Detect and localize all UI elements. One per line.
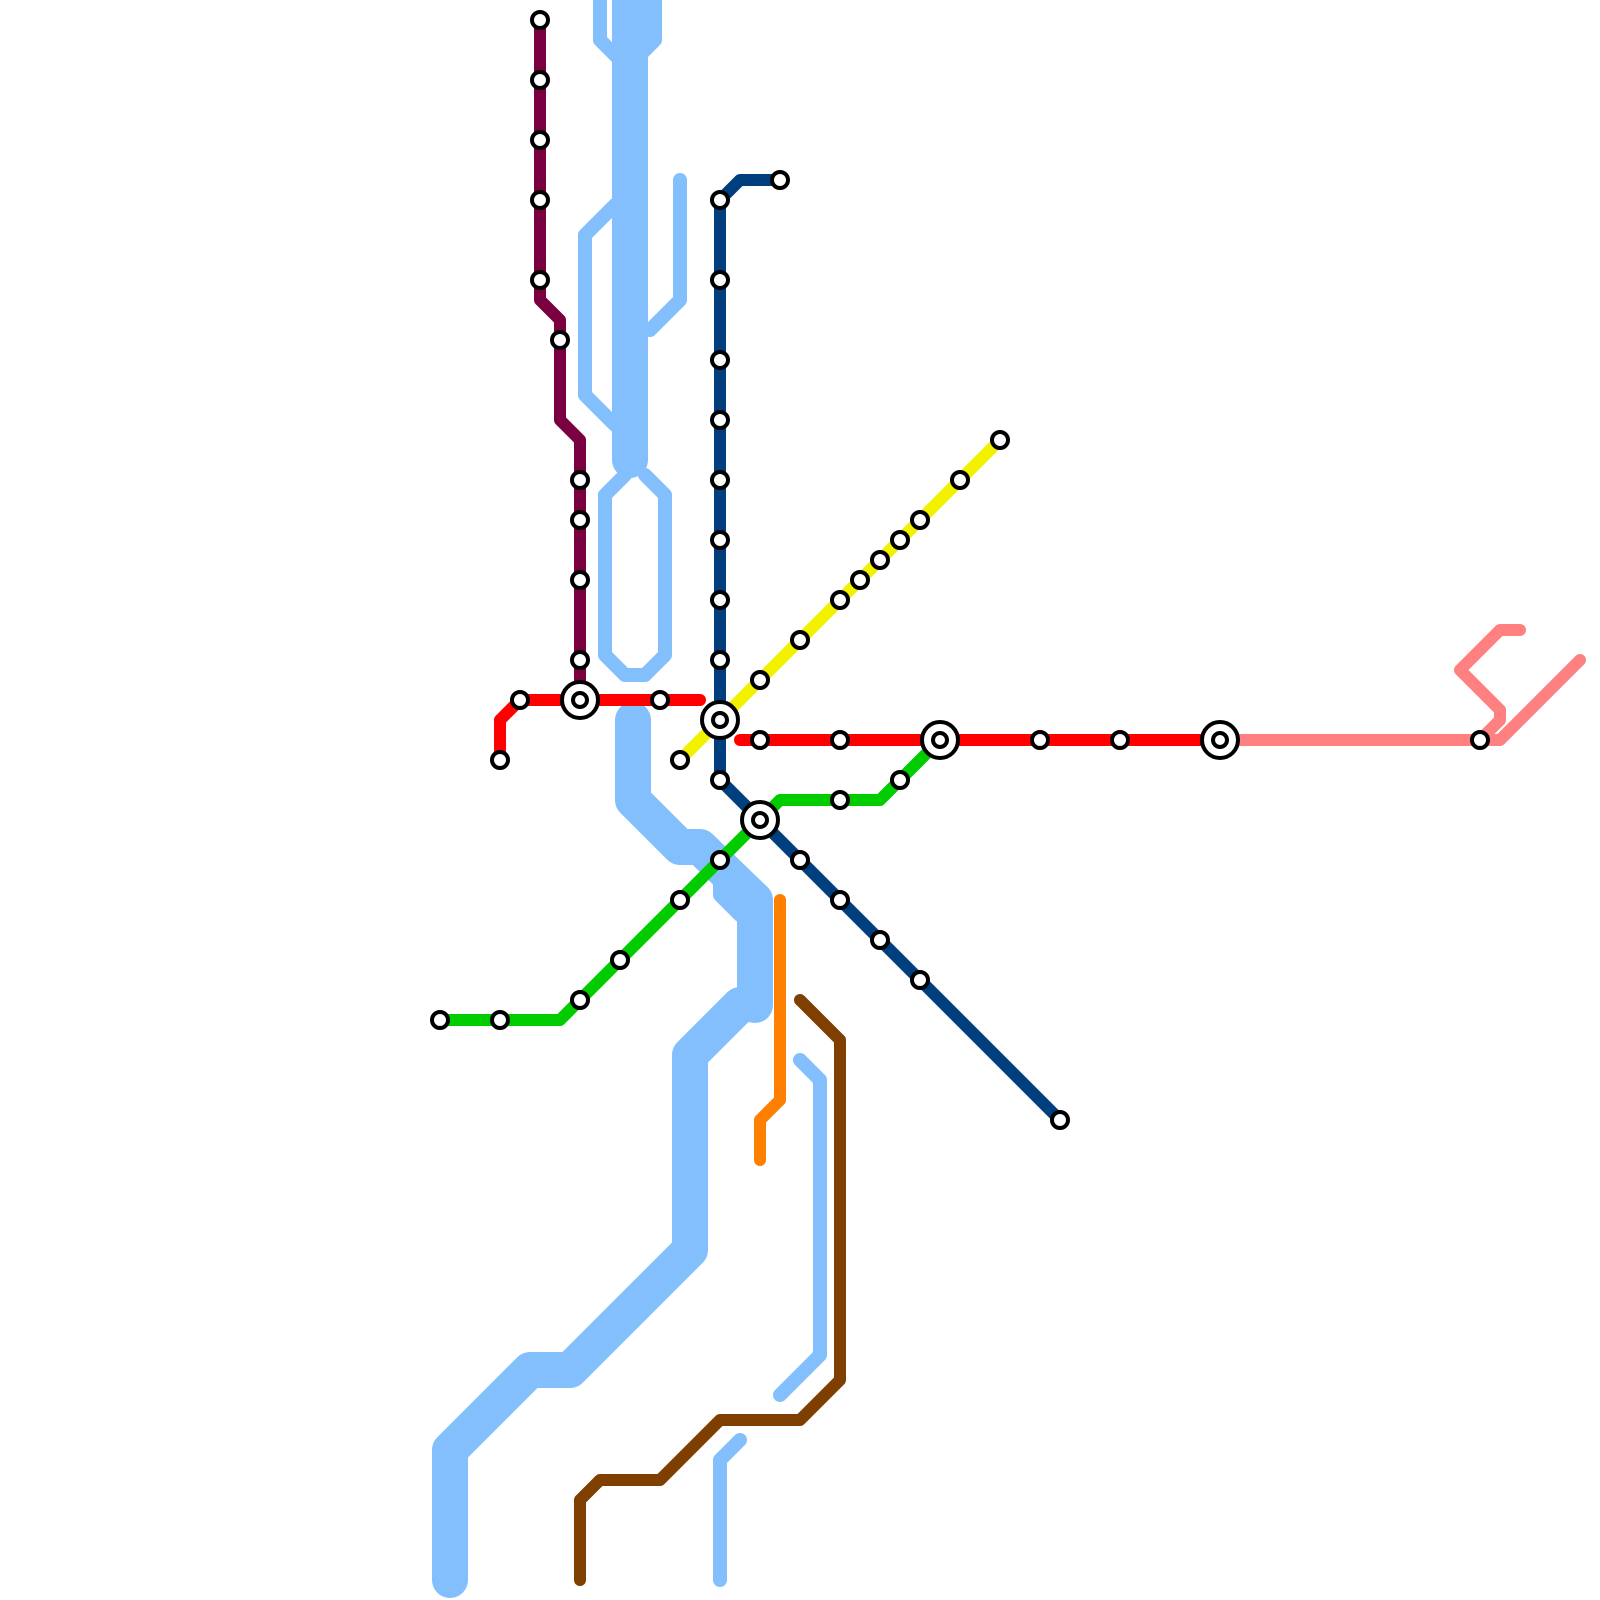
- station[interactable]: [570, 990, 590, 1010]
- station[interactable]: [710, 190, 730, 210]
- station[interactable]: [830, 890, 850, 910]
- orange-line: [754, 894, 786, 1166]
- green-line-east: [754, 734, 946, 826]
- station[interactable]: [710, 270, 730, 290]
- station[interactable]: [570, 570, 590, 590]
- river-north-branch-right: [628, 0, 662, 67]
- station[interactable]: [990, 430, 1010, 450]
- station[interactable]: [610, 950, 630, 970]
- stations: [430, 10, 1490, 1130]
- station[interactable]: [850, 570, 870, 590]
- station[interactable]: [890, 770, 910, 790]
- station[interactable]: [910, 510, 930, 530]
- river-tributary-east: [773, 1053, 827, 1402]
- station[interactable]: [750, 670, 770, 690]
- station[interactable]: [530, 190, 550, 210]
- station[interactable]: [1110, 730, 1130, 750]
- river-island-loop: [598, 468, 672, 682]
- red-line: [494, 694, 706, 766]
- station[interactable]: [570, 510, 590, 530]
- station[interactable]: [530, 10, 550, 30]
- station[interactable]: [710, 850, 730, 870]
- station[interactable]: [1470, 730, 1490, 750]
- station[interactable]: [490, 750, 510, 770]
- station[interactable]: [950, 470, 970, 490]
- station[interactable]: [1030, 730, 1050, 750]
- station[interactable]: [830, 590, 850, 610]
- station[interactable]: [530, 270, 550, 290]
- transfer-stations: [560, 680, 1240, 840]
- station[interactable]: [830, 790, 850, 810]
- transfer-station[interactable]: [700, 700, 740, 740]
- station[interactable]: [570, 650, 590, 670]
- station[interactable]: [530, 130, 550, 150]
- river-west-loop: [578, 198, 622, 432]
- station[interactable]: [910, 970, 930, 990]
- station[interactable]: [890, 530, 910, 550]
- river-north-branch-left: [593, 0, 627, 67]
- river-south-main: [432, 987, 758, 1598]
- river-central: [615, 702, 773, 1023]
- transfer-station[interactable]: [740, 800, 780, 840]
- station[interactable]: [670, 890, 690, 910]
- pink-line: [1214, 654, 1586, 746]
- transfer-station[interactable]: [1200, 720, 1240, 760]
- station[interactable]: [830, 730, 850, 750]
- station[interactable]: [770, 170, 790, 190]
- purple-line: [534, 14, 586, 706]
- brown-line: [574, 994, 846, 1586]
- station[interactable]: [710, 530, 730, 550]
- station[interactable]: [670, 750, 690, 770]
- station[interactable]: [550, 330, 570, 350]
- station[interactable]: [430, 1010, 450, 1030]
- station[interactable]: [530, 70, 550, 90]
- pink-line-branch: [1454, 624, 1526, 746]
- station[interactable]: [490, 1010, 510, 1030]
- station[interactable]: [790, 630, 810, 650]
- station[interactable]: [710, 410, 730, 430]
- station[interactable]: [710, 770, 730, 790]
- station[interactable]: [570, 470, 590, 490]
- station[interactable]: [510, 690, 530, 710]
- station[interactable]: [870, 930, 890, 950]
- river-system: [432, 0, 827, 1598]
- river-central-thin: [713, 853, 747, 922]
- station[interactable]: [710, 590, 730, 610]
- station[interactable]: [790, 850, 810, 870]
- station[interactable]: [750, 730, 770, 750]
- transfer-station[interactable]: [560, 680, 600, 720]
- station[interactable]: [650, 690, 670, 710]
- station[interactable]: [870, 550, 890, 570]
- transfer-station[interactable]: [920, 720, 960, 760]
- station[interactable]: [1050, 1110, 1070, 1130]
- station[interactable]: [710, 650, 730, 670]
- green-line: [434, 814, 766, 1026]
- station[interactable]: [710, 470, 730, 490]
- station[interactable]: [710, 350, 730, 370]
- river-east-channel: [643, 173, 687, 337]
- river-tributary-south: [713, 1433, 747, 1587]
